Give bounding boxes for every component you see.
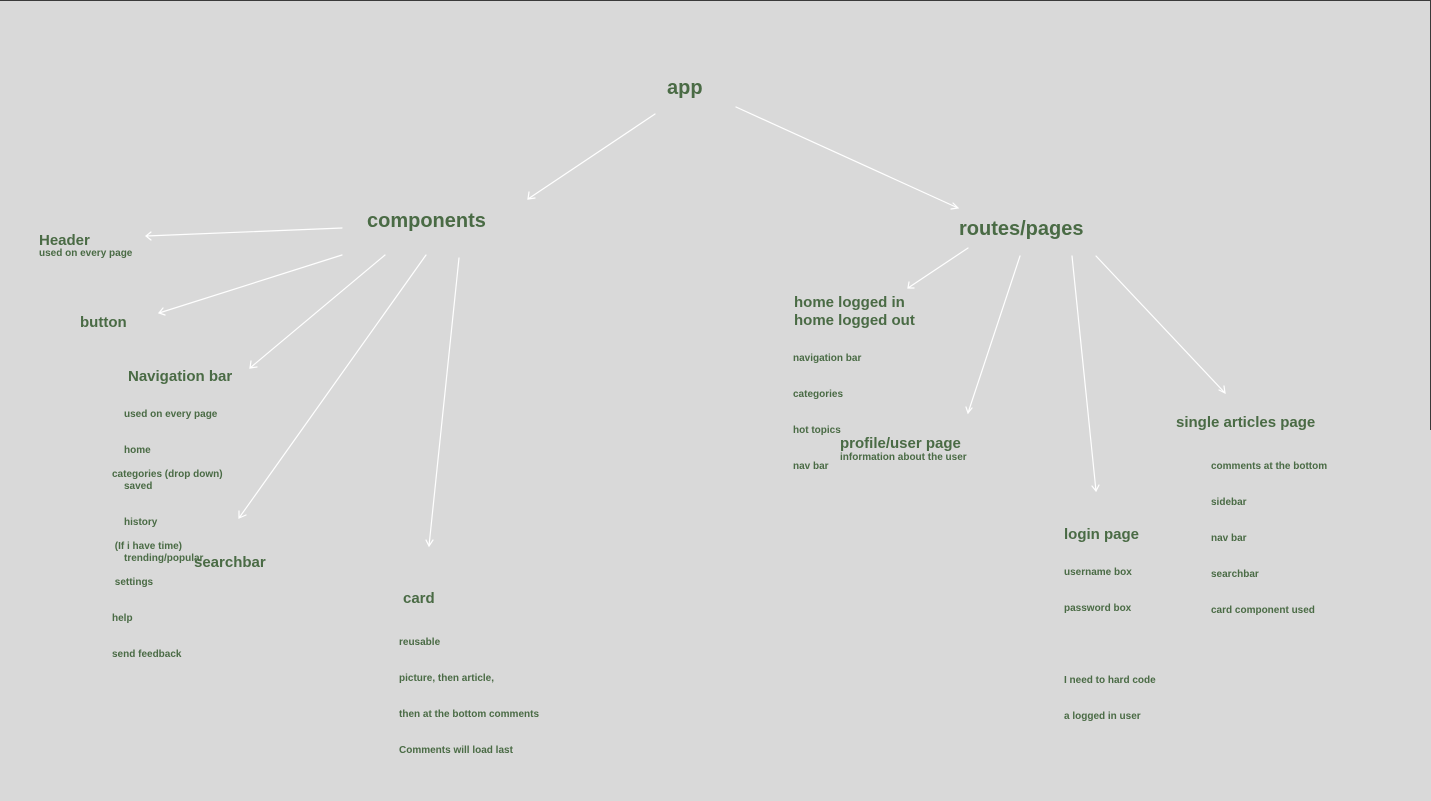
list-item: (If i have time) [112,541,183,552]
profile-node-title: profile/user page [840,435,961,452]
list-item [1064,639,1156,651]
routes-node-title: routes/pages [959,218,1084,240]
frame-top-border [0,0,1431,1]
header-node-note: used on every page [39,248,133,259]
arrow-components-to-button [157,254,343,316]
arrow-routes-to-single-articles [1095,255,1226,395]
list-item: I need to hard code [1064,675,1156,686]
navigation-bar-extra-items: categories (drop down) (If i have time) … [112,445,223,673]
arrow-components-to-card [425,257,460,548]
profile-node-note: information about the user [840,452,967,463]
arrow-routes-to-home [907,247,969,289]
components-node-title: components [367,210,486,232]
single-articles-node-title: single articles page [1176,414,1316,431]
list-item: saved [124,481,153,492]
arrow-components-to-header [145,227,343,241]
list-item: hot topics [793,425,841,436]
list-item: picture, then article, [399,673,495,684]
arrow-routes-to-profile [965,255,1021,415]
list-item: reusable [399,637,441,648]
list-item: categories (drop down) [112,469,223,480]
list-item [112,505,223,517]
single-articles-node-items: comments at the bottom sidebar nav bar s… [1211,437,1327,629]
list-item: Comments will load last [399,745,513,756]
arrow-routes-to-login [1071,255,1100,493]
login-node-title: login page [1064,526,1139,543]
arrow-components-to-navbar [249,254,386,369]
list-item: help [112,613,133,624]
list-item: settings [112,577,154,588]
home-node-items: navigation bar categories hot topics nav… [793,329,861,485]
header-node-title: Header [39,232,90,249]
list-item: send feedback [112,649,182,660]
list-item: password box [1064,603,1132,614]
list-item: categories [793,389,844,400]
list-item: searchbar [1211,569,1259,580]
card-node-items: reusable picture, then article, then at … [399,613,539,769]
list-item: a logged in user [1064,711,1141,722]
home-logged-out-title: home logged out [794,312,915,329]
arrow-app-to-routes [735,106,960,210]
list-item: nav bar [793,461,829,472]
list-item: nav bar [1211,533,1247,544]
list-item: then at the bottom comments [399,709,540,720]
list-item: card component used [1211,605,1315,616]
button-node-title: button [80,314,127,331]
list-item: history [124,517,158,528]
searchbar-node-title: searchbar [194,554,266,571]
app-node-title: app [667,77,703,99]
card-node-title: card [403,590,435,607]
list-item: home [124,445,151,456]
navigation-bar-items: used on every page home saved history tr… [124,385,217,577]
login-node-items: username box password box I need to hard… [1064,543,1156,735]
list-item: sidebar [1211,497,1247,508]
list-item: trending/popular [124,553,204,564]
arrow-components-to-searchbar [238,254,427,519]
list-item: username box [1064,567,1132,578]
list-item: navigation bar [793,353,862,364]
list-item: used on every page [124,409,218,420]
navigation-bar-node-title: Navigation bar [128,368,233,385]
arrow-app-to-components [527,113,656,200]
list-item: comments at the bottom [1211,461,1328,472]
home-logged-in-title: home logged in [794,294,905,311]
